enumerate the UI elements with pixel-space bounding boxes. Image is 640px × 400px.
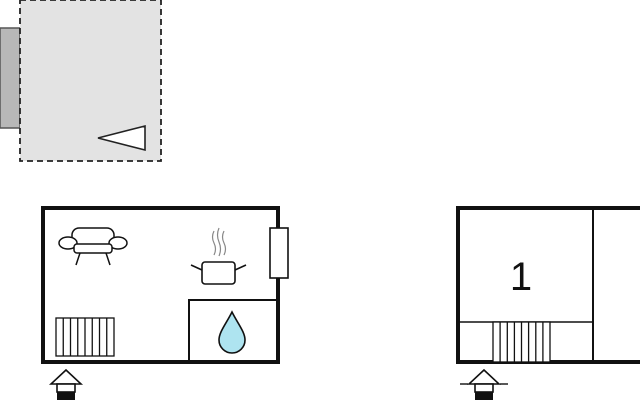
sofa-icon <box>58 227 128 266</box>
living-unit <box>41 206 289 400</box>
room-number-label: 1 <box>510 255 532 299</box>
radiator-icon <box>492 321 551 363</box>
bathroom-partition <box>188 299 278 362</box>
water-drop-icon <box>218 310 246 354</box>
window-icon <box>269 227 289 279</box>
cooking-pot-icon <box>190 261 247 285</box>
terrace-area <box>0 0 162 162</box>
terrace-side-wall <box>0 27 21 129</box>
entrance-arrow-icon <box>460 368 508 400</box>
steam-icon <box>211 227 227 257</box>
radiator-icon <box>55 317 115 357</box>
entrance-arrow-icon <box>48 368 84 400</box>
bedroom-unit: 1 <box>456 206 640 400</box>
terrace-direction-icon <box>97 124 146 152</box>
